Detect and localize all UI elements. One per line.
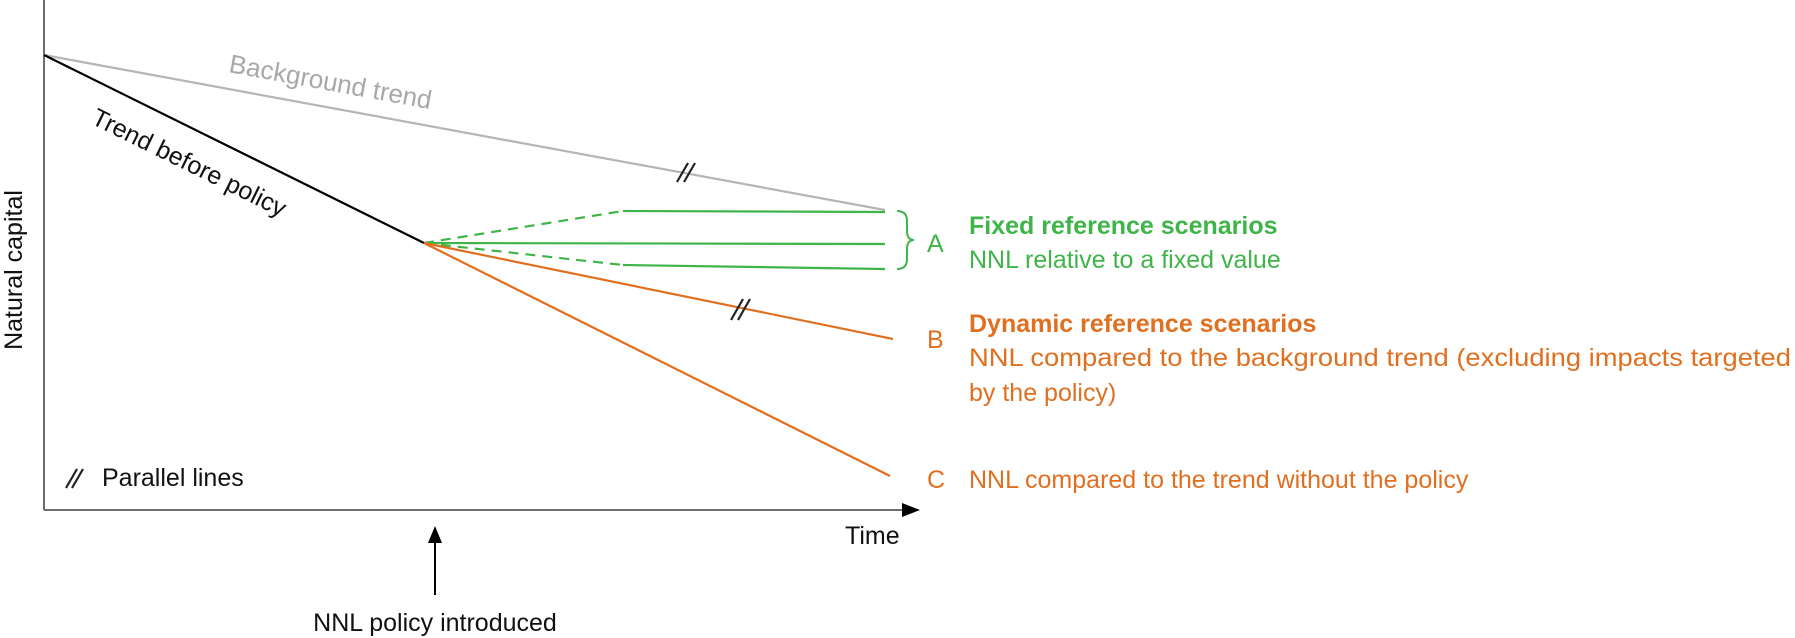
- parallel-lines-legend-label: Parallel lines: [102, 464, 244, 492]
- parallel-mark-background: [676, 162, 696, 183]
- background-trend-line: [43, 53, 886, 212]
- scenario-b-description-line1: NNL compared to the background trend (ex…: [969, 344, 1791, 372]
- x-axis-arrowhead: [902, 503, 920, 517]
- scenario-b-description-line2: by the policy): [969, 379, 1116, 407]
- x-axis-label: Time: [845, 522, 900, 550]
- scenario-a-letter: A: [927, 230, 944, 258]
- background-trend-label: Background trend: [227, 48, 434, 115]
- parallel-mark-scenario-b: [730, 298, 751, 321]
- scenario-a-title: Fixed reference scenarios: [969, 212, 1278, 240]
- fixed-reference-lines: [423, 209, 886, 271]
- fixed-middle-solid: [423, 241, 886, 246]
- fixed-upper-dashed: [423, 209, 624, 245]
- trend-before-policy-line: [43, 54, 425, 244]
- y-axis-label: Natural capital: [0, 190, 28, 350]
- scenario-c-letter: C: [927, 466, 945, 494]
- scenario-b-letter: B: [927, 326, 944, 354]
- fixed-lower-solid: [622, 263, 886, 271]
- scenario-c-description: NNL compared to the trend without the po…: [969, 466, 1469, 494]
- scenario-a-description: NNL relative to a fixed value: [969, 246, 1281, 274]
- parallel-lines-legend-icon: [65, 468, 84, 489]
- fixed-upper-solid: [622, 209, 886, 214]
- policy-introduced-label: NNL policy introduced: [313, 609, 557, 637]
- fixed-lower-dashed: [423, 241, 624, 267]
- policy-arrow-head: [428, 526, 442, 543]
- scenario-c-line: [423, 242, 891, 477]
- scenario-b-title: Dynamic reference scenarios: [969, 310, 1316, 338]
- scenario-b-line: [423, 241, 894, 341]
- scenario-a-brace: [896, 210, 915, 270]
